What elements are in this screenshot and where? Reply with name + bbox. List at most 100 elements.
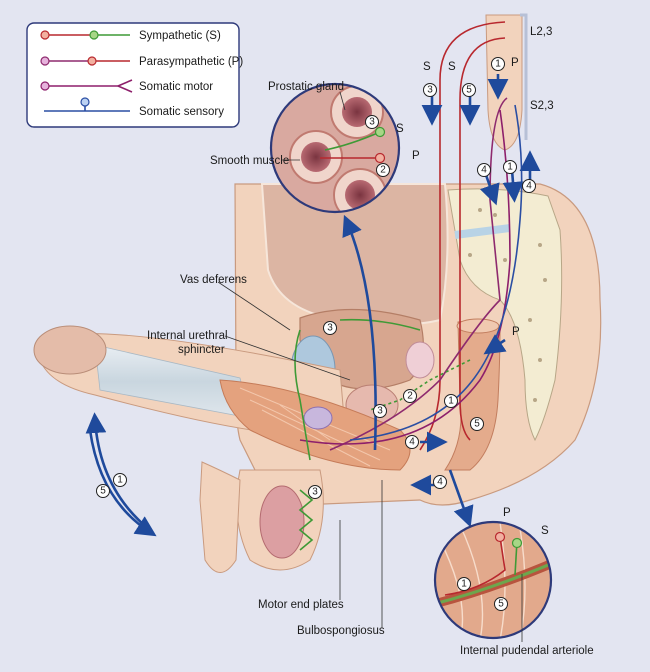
label-spinal-s23: S2,3 (530, 100, 554, 112)
svg-text:S: S (448, 61, 456, 73)
arrow-ejaculation (88, 429, 157, 537)
step-badge-number: 3 (369, 117, 375, 128)
svg-text:S: S (396, 123, 404, 135)
label-prostatic-gland: Prostatic gland (268, 81, 344, 93)
step-badge-number: 1 (461, 579, 467, 590)
svg-text:S: S (423, 61, 431, 73)
step-badge-circle (423, 83, 437, 97)
parasympathetic-fiber (329, 97, 508, 451)
step-badge-circle (522, 179, 536, 193)
somatic-motor-neuron-icon (40, 81, 50, 91)
step-badge-number: 4 (481, 165, 487, 176)
step-badge-number: 5 (466, 85, 472, 96)
step-badge-number: 1 (448, 396, 454, 407)
step-badge-number: 5 (474, 419, 480, 430)
step-badge: 4 (405, 435, 419, 449)
step-badge-circle (323, 321, 337, 335)
arteriole-inset (433, 520, 553, 640)
step-badge-number: 1 (117, 475, 123, 486)
step-badge-circle (494, 597, 508, 611)
step-badge-number: 1 (507, 162, 513, 173)
step-badge-circle (376, 163, 390, 177)
sympathetic-neuron-icon (40, 30, 50, 40)
step-badge: 5 (470, 417, 484, 431)
step-badge-circle (491, 57, 505, 71)
svg-text:Parasympathetic (P): Parasympathetic (P) (139, 56, 243, 68)
svg-text:Somatic sensory: Somatic sensory (139, 106, 224, 118)
step-badge: 2 (403, 389, 417, 403)
step-badge: 5 (494, 597, 508, 611)
anatomical-labels: Prostatic gland Smooth muscle Vas defere… (147, 26, 594, 657)
scrotum (199, 461, 324, 573)
step-badge-circle (433, 475, 447, 489)
penis (33, 325, 411, 471)
legend: Sympathetic (S) Parasympathetic (P) Soma… (26, 22, 243, 128)
svg-text:sphincter: sphincter (178, 344, 225, 356)
step-badge-circle (470, 417, 484, 431)
label-internal-pudendal-arteriole: Internal pudendal arteriole (460, 645, 594, 657)
sympathetic-post-neuron-icon (89, 30, 99, 40)
legend-item-somatic-sensory: Somatic sensory (44, 97, 224, 118)
step-badge: 4 (477, 163, 491, 177)
step-badge-number: 4 (409, 437, 415, 448)
legend-item-parasympathetic: Parasympathetic (P) (40, 56, 243, 68)
step-badge: 4 (522, 179, 536, 193)
step-badge: 5 (96, 484, 110, 498)
label-spinal-l23: L2,3 (530, 26, 552, 38)
step-badge: 3 (308, 485, 322, 499)
step-badge-circle (373, 404, 387, 418)
sympathetic-fiber-1 (419, 21, 506, 451)
step-badge-circle (113, 473, 127, 487)
svg-text:P: P (512, 326, 520, 338)
step-badge: 3 (423, 83, 437, 97)
label-vas-deferens: Vas deferens (180, 274, 247, 286)
step-badge-number: 5 (100, 486, 106, 497)
nerve-tags: S S P S P P P S (396, 57, 549, 537)
step-badge: 1 (491, 57, 505, 71)
step-badge-circle (403, 389, 417, 403)
step-badge-number: 4 (437, 477, 443, 488)
step-badge-circle (365, 115, 379, 129)
somatic-sensory-neuron-icon (80, 97, 90, 107)
sympathetic-fiber-2 (459, 37, 506, 441)
label-bulbospongiosus: Bulbospongiosus (297, 625, 385, 637)
legend-item-somatic-motor: Somatic motor (40, 79, 213, 93)
step-badge-number: 3 (427, 85, 433, 96)
step-badge-circle (457, 577, 471, 591)
step-badge-number: 2 (407, 391, 413, 402)
step-badge-circle (462, 83, 476, 97)
step-badge-circle (96, 484, 110, 498)
step-badge: 2 (376, 163, 390, 177)
step-badge: 1 (503, 160, 517, 174)
step-badge: 1 (457, 577, 471, 591)
sacrum (447, 188, 563, 442)
step-badge-number: 3 (327, 323, 333, 334)
svg-text:P: P (511, 57, 519, 69)
step-badge-number: 2 (380, 165, 386, 176)
step-badge: 3 (365, 115, 379, 129)
label-motor-end-plates: Motor end plates (258, 599, 344, 611)
svg-text:S: S (541, 525, 549, 537)
step-badge: 5 (462, 83, 476, 97)
pelvis-cross-section (234, 183, 602, 506)
step-badge: 3 (323, 321, 337, 335)
label-smooth-muscle: Smooth muscle (210, 155, 289, 167)
step-badge-circle (308, 485, 322, 499)
label-internal-urethral-sphincter: Internal urethral (147, 330, 228, 342)
svg-text:Sympathetic (S): Sympathetic (S) (139, 30, 221, 42)
step-badge: 1 (444, 394, 458, 408)
svg-text:Somatic motor: Somatic motor (139, 81, 213, 93)
step-badge: 4 (433, 475, 447, 489)
spinal-cord (485, 13, 528, 151)
step-badge: 1 (113, 473, 127, 487)
step-badge: 3 (373, 404, 387, 418)
step-badge-number: 4 (526, 181, 532, 192)
legend-item-sympathetic: Sympathetic (S) (40, 30, 221, 42)
step-badge-circle (503, 160, 517, 174)
step-badge-circle (444, 394, 458, 408)
step-badge-circle (405, 435, 419, 449)
step-badge-number: 5 (498, 599, 504, 610)
svg-text:P: P (412, 150, 420, 162)
svg-text:P: P (503, 507, 511, 519)
